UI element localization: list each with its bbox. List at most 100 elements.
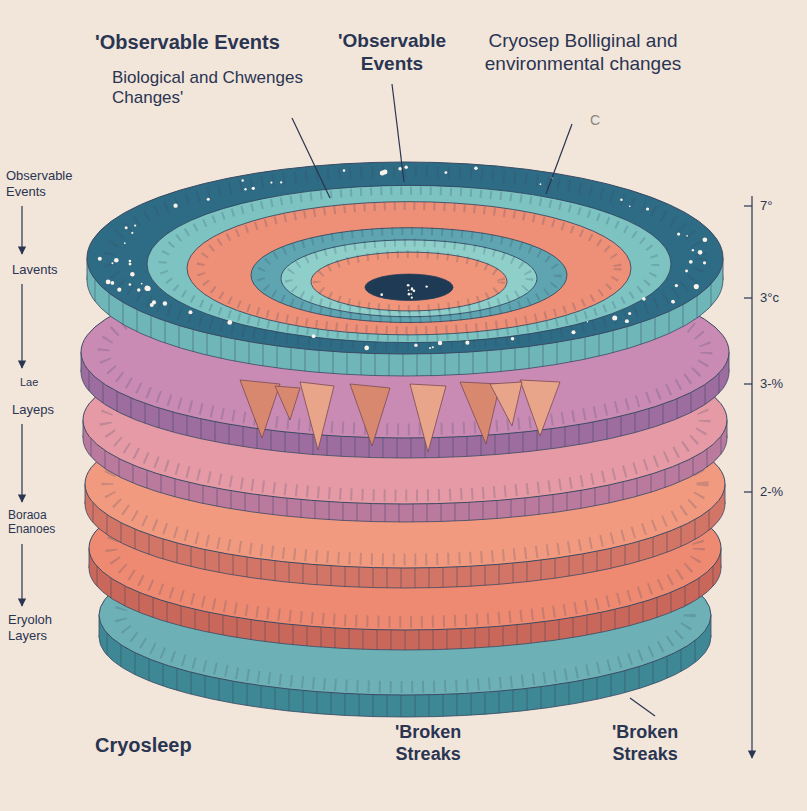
disc-stripe xyxy=(372,568,373,588)
disc-stripe xyxy=(202,485,203,503)
disc-stripe xyxy=(652,537,653,557)
star xyxy=(173,204,177,208)
disc-stripe xyxy=(550,429,551,449)
down-arrow xyxy=(21,544,22,606)
disc-stripe xyxy=(470,693,471,715)
down-arrow xyxy=(21,424,22,502)
disc-stripe xyxy=(484,692,485,714)
disc-stripe xyxy=(330,566,331,586)
disc-stripe xyxy=(134,529,135,549)
disc-stripe xyxy=(92,503,93,523)
disc-stripe xyxy=(176,668,177,690)
down-arrow xyxy=(21,284,22,368)
disc-stripe xyxy=(132,465,133,483)
disc-stripe xyxy=(526,688,527,710)
disc-stripe xyxy=(482,501,483,519)
disc-stripe xyxy=(446,629,447,649)
disc-stripe xyxy=(692,458,693,476)
star xyxy=(152,300,156,304)
ring xyxy=(251,228,567,323)
disc-stripe xyxy=(150,316,151,338)
top-rings xyxy=(147,185,671,342)
disc-stripe xyxy=(400,695,401,717)
disc-stripe xyxy=(314,501,315,519)
broken-shards xyxy=(240,380,560,452)
disc-stripe xyxy=(624,671,625,693)
disc-stripe xyxy=(552,495,553,513)
disc-stripe xyxy=(260,559,261,579)
disc-stripe xyxy=(148,659,149,681)
disc-stripe xyxy=(712,566,713,586)
subheading-label: Biological and Chwenges Changes' xyxy=(112,68,352,109)
star xyxy=(398,167,402,171)
disc-stripe xyxy=(642,602,643,622)
disc-stripe xyxy=(486,351,487,373)
disc-stripe xyxy=(430,354,431,376)
star xyxy=(380,293,383,296)
disc-stripe xyxy=(232,555,233,575)
disc-stripe xyxy=(684,586,685,606)
disc-stripe xyxy=(194,609,195,629)
star xyxy=(703,261,706,264)
disc-stripe xyxy=(274,561,275,581)
disc-stripe xyxy=(544,622,545,642)
ring-texture xyxy=(289,242,530,314)
star xyxy=(642,297,646,301)
disc-stripe xyxy=(592,422,593,442)
star xyxy=(474,167,478,171)
star xyxy=(411,288,413,290)
disc-stripe xyxy=(666,656,667,678)
disc-stripe xyxy=(186,416,187,436)
disc-stripe xyxy=(304,349,305,371)
disc-stripe xyxy=(612,331,613,353)
star xyxy=(280,181,282,183)
disc-stripe xyxy=(342,502,343,520)
disc-stripe xyxy=(410,438,411,458)
disc-stripe xyxy=(610,548,611,568)
disc-stripe xyxy=(264,622,265,642)
disc-stripe xyxy=(536,431,537,451)
disc-stripe xyxy=(584,337,585,359)
disc-stripe xyxy=(656,597,657,617)
disc-stripe xyxy=(690,392,691,412)
disc-stripe xyxy=(456,567,457,587)
disc-stripe xyxy=(522,432,523,452)
star xyxy=(698,250,703,255)
disc-stripe xyxy=(498,564,499,584)
disc-stripe xyxy=(652,662,653,684)
disc-stripe xyxy=(568,556,569,576)
disc-stripe xyxy=(460,629,461,649)
disc-stripe xyxy=(696,296,697,318)
disc-stripe xyxy=(670,592,671,612)
disc-stripe xyxy=(710,284,711,306)
side-label: Eryoloh Layers xyxy=(8,612,52,643)
disc-stripe xyxy=(404,630,405,650)
disc-stripe xyxy=(528,346,529,368)
star xyxy=(671,300,675,304)
disc-stripe xyxy=(428,695,429,717)
disc-stripe xyxy=(554,558,555,578)
disc-stripe xyxy=(680,650,681,672)
disc-stripe xyxy=(668,312,669,334)
disc-stripe xyxy=(328,502,329,520)
shard xyxy=(490,382,522,426)
disc-stripe xyxy=(88,371,89,391)
disc-stripe xyxy=(312,434,313,454)
disc-stripe xyxy=(414,568,415,588)
disc-stripe xyxy=(120,645,121,667)
disc-stripe xyxy=(362,629,363,649)
disc-stripe xyxy=(582,680,583,702)
star xyxy=(571,330,575,334)
disc-stripe xyxy=(418,630,419,650)
bottom-label: Cryosleep xyxy=(95,733,192,757)
disc-stripe xyxy=(300,499,301,517)
disc-stripe xyxy=(678,464,679,482)
disc-stripe xyxy=(354,437,355,457)
disc-stripe xyxy=(270,430,271,450)
disc-stripe xyxy=(558,620,559,640)
star xyxy=(227,320,232,325)
disc-stripe xyxy=(290,348,291,370)
ring-texture xyxy=(163,191,656,338)
star xyxy=(124,242,126,244)
